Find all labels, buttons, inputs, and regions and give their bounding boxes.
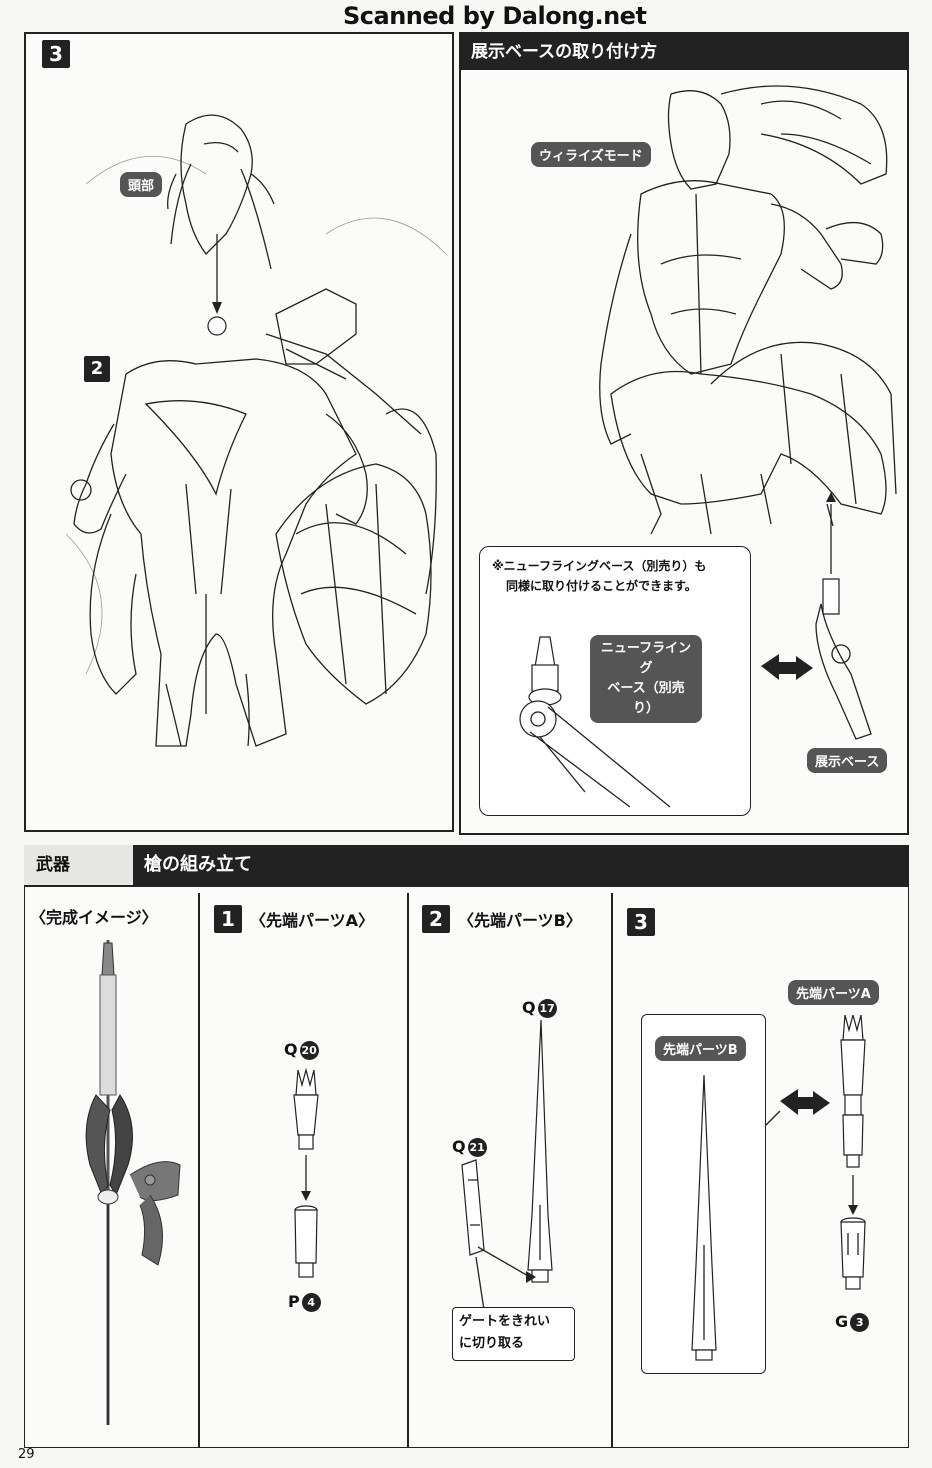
part-letter: Q: [452, 1137, 466, 1156]
figure-base-illustration: [599, 85, 897, 740]
page-number: 29: [18, 1447, 35, 1462]
part-number: 20: [299, 1041, 319, 1060]
panel-title: 展示ベースの取り付け方: [461, 34, 907, 70]
tip-part-b-illustration: [461, 1019, 553, 1311]
part-number: 4: [301, 1293, 321, 1312]
display-base-label: 展示ベース: [807, 748, 888, 773]
weapon-step2-title: 〈先端パーツB〉: [458, 911, 582, 930]
note-line-1: ※ニューフライングベース（別売り）も: [492, 559, 707, 573]
part-letter: Q: [522, 998, 536, 1017]
part-number: 17: [537, 999, 557, 1018]
part-letter: G: [835, 1312, 849, 1331]
part-letter: P: [288, 1292, 300, 1311]
mode-label: ウィライズモード: [531, 142, 651, 167]
weapon-step3-number: 3: [627, 908, 655, 936]
step-number: 3: [42, 40, 70, 68]
part-a-label: 先端パーツA: [788, 980, 879, 1005]
weapon-step1-title: 〈先端パーツA〉: [250, 911, 375, 930]
sub-step-number: 2: [84, 356, 110, 382]
figure-body-illustration: [65, 114, 447, 747]
step3-assembly-illustration: [691, 1015, 866, 1361]
gate-note-box: ゲートをきれい に切り取る: [452, 1307, 575, 1361]
part-b-label: 先端パーツB: [655, 1036, 746, 1061]
flying-base-illustration: [519, 636, 671, 808]
weapon-section-label: 武器: [24, 845, 134, 885]
part-number: 21: [467, 1138, 487, 1157]
weapon-step2-number: 2: [422, 905, 450, 933]
spear-complete-illustration: [85, 940, 181, 1425]
flying-base-label-line2: ベース（別売り）: [607, 681, 685, 716]
flying-base-label: ニューフライング ベース（別売り）: [590, 635, 702, 723]
watermark: Scanned by Dalong.net: [343, 2, 647, 30]
weapon-title: 槍の組み立て: [134, 845, 909, 885]
step3-assembly-panel: 3 2 頭部: [24, 32, 454, 832]
note-box: ※ニューフライングベース（別売り）も 同様に取り付けることができます。 ニューフ…: [479, 546, 751, 816]
part-letter: Q: [284, 1040, 298, 1059]
column-divider: [198, 893, 200, 1448]
head-label: 頭部: [120, 172, 163, 197]
column-divider: [407, 893, 409, 1448]
column-divider: [611, 893, 613, 1448]
weapon-step1-number: 1: [214, 905, 242, 933]
flying-base-label-line1: ニューフライング: [600, 641, 692, 676]
tip-part-a-illustration: [293, 1067, 319, 1278]
gate-note-line2: に切り取る: [459, 1336, 525, 1351]
note-line-2: 同様に取り付けることができます。: [506, 579, 697, 593]
part-number: 3: [850, 1313, 870, 1332]
complete-image-heading: 〈完成イメージ〉: [30, 908, 158, 927]
gate-note-line1: ゲートをきれい: [459, 1314, 551, 1329]
weapon-title-underline: [24, 885, 909, 887]
display-base-panel: 展示ベースの取り付け方 ウィライズモード ※ニューフライングベース（別売り）も …: [459, 32, 909, 835]
